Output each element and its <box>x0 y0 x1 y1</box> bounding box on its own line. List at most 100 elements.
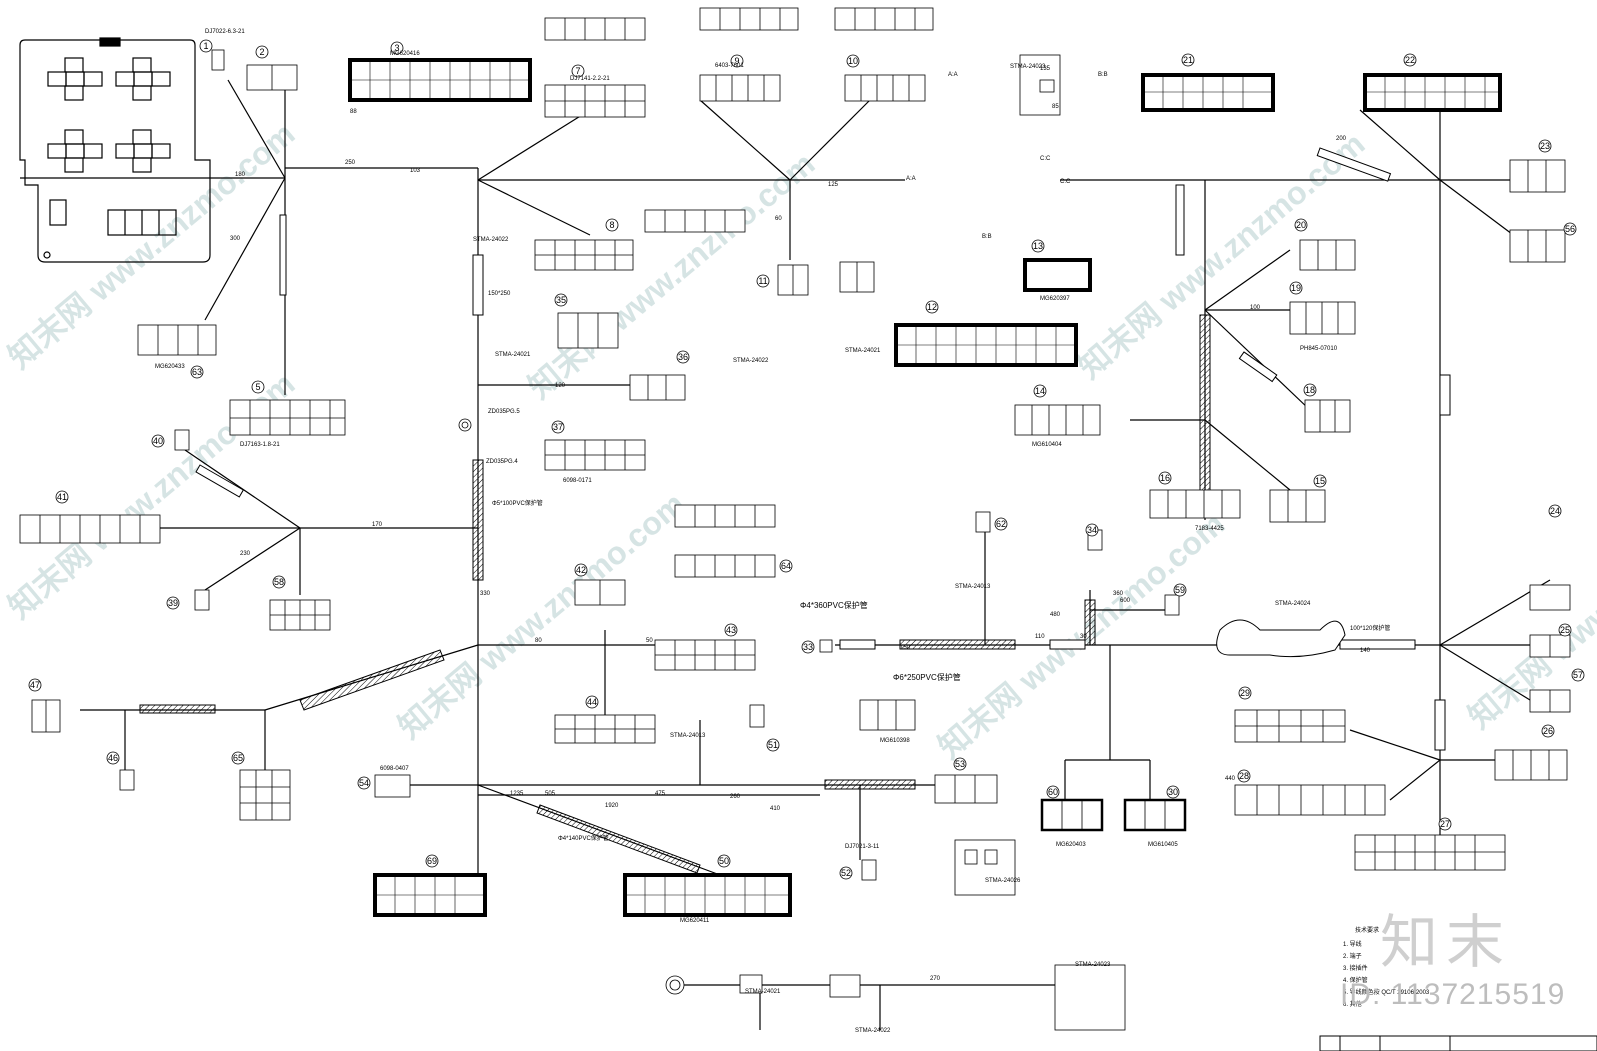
svg-text:54: 54 <box>359 778 369 788</box>
id-33: 33 <box>801 640 815 654</box>
id-53: 53 <box>953 757 967 771</box>
connector-9b <box>699 7 799 31</box>
id-18: 18 <box>1303 383 1317 397</box>
title-block <box>1319 1035 1597 1051</box>
svg-text:13: 13 <box>1033 241 1043 251</box>
connector-16 <box>1149 489 1241 519</box>
fuse-block-3 <box>47 129 103 173</box>
connector-13 <box>1023 258 1092 292</box>
id-13: 13 <box>1031 239 1045 253</box>
ref-label: STMA-24026 <box>985 878 1021 884</box>
tube-label: Φ5*100PVC保护管 <box>492 499 543 507</box>
dim-label: 260 <box>730 794 741 800</box>
svg-text:30: 30 <box>1168 787 1178 797</box>
dim-label: 100 <box>1250 305 1261 311</box>
id-51: 51 <box>766 738 780 752</box>
tube-segment <box>1238 351 1278 383</box>
connector-41 <box>19 514 161 544</box>
note-line: 2. 端子 <box>1343 952 1362 960</box>
ref-label: STMA-24021 <box>845 348 881 354</box>
svg-text:37: 37 <box>553 422 563 432</box>
dim-label: 85 <box>1052 104 1059 110</box>
connector-52 <box>861 859 877 881</box>
dim-label: 410 <box>770 806 781 812</box>
svg-text:65: 65 <box>233 753 243 763</box>
watermark-diag-3: 知末网 www.znzmo.com <box>391 485 691 745</box>
svg-text:43: 43 <box>726 625 736 635</box>
id-69: 69 <box>425 854 439 868</box>
connector-59 <box>1164 594 1180 616</box>
part-label: MG610398 <box>880 738 910 744</box>
svg-text:42: 42 <box>576 565 586 575</box>
id-5: 5 <box>251 380 265 394</box>
ref-label: STMA-24013 <box>670 733 706 739</box>
svg-text:57: 57 <box>1573 670 1583 680</box>
tube-segment <box>299 649 445 711</box>
tube-segment <box>1434 699 1446 751</box>
id-25: 25 <box>1558 623 1572 637</box>
id-56: 56 <box>1563 222 1577 236</box>
id-36: 36 <box>676 350 690 364</box>
part-label: MG620397 <box>1040 296 1070 302</box>
note-line: 4. 保护管 <box>1343 976 1368 984</box>
connector-42 <box>574 579 626 606</box>
svg-text:15: 15 <box>1315 476 1325 486</box>
section-bb-top: B:B <box>1098 72 1108 78</box>
id-60: 60 <box>1046 785 1060 799</box>
connector-58 <box>269 599 331 631</box>
connector-20 <box>1299 239 1356 271</box>
svg-text:28: 28 <box>1239 771 1249 781</box>
id-64: 64 <box>779 559 793 573</box>
dim-label: 200 <box>1336 136 1347 142</box>
dim-label: 150 <box>900 645 911 651</box>
id-2: 2 <box>255 45 269 59</box>
tube-segment <box>1339 639 1416 650</box>
tube-segment <box>1216 619 1346 658</box>
bottom-conn <box>665 974 861 998</box>
connector-23 <box>1509 159 1566 193</box>
tube-segment <box>472 254 484 316</box>
fuse-box <box>19 37 211 263</box>
svg-text:2: 2 <box>259 47 264 57</box>
part-label: MG620403 <box>1056 842 1086 848</box>
id-14: 14 <box>1033 384 1047 398</box>
svg-text:33: 33 <box>803 642 813 652</box>
dim-label: 103 <box>410 168 421 174</box>
tube-segment <box>839 639 876 650</box>
svg-text:26: 26 <box>1543 726 1553 736</box>
svg-text:11: 11 <box>758 276 767 286</box>
connector-60 <box>1040 798 1104 832</box>
svg-text:1: 1 <box>203 41 208 51</box>
dim-label: 110 <box>1035 634 1045 640</box>
connector-53 <box>934 774 998 804</box>
id-3: 3 <box>390 41 404 55</box>
id-29: 29 <box>1238 686 1252 700</box>
connector-7 <box>544 84 646 118</box>
part-label: MG620433 <box>155 364 185 370</box>
svg-text:5: 5 <box>255 382 260 392</box>
svg-text:35: 35 <box>556 295 566 305</box>
svg-text:47: 47 <box>30 680 40 690</box>
id-23: 23 <box>1538 139 1552 153</box>
svg-text:9: 9 <box>734 56 739 66</box>
id-65: 65 <box>231 751 245 765</box>
dim-label: 170 <box>372 522 383 528</box>
connector-44 <box>554 714 656 744</box>
svg-text:59: 59 <box>1175 585 1185 595</box>
id-19: 19 <box>1289 281 1303 295</box>
id-30: 30 <box>1166 785 1180 799</box>
id-57: 57 <box>1571 668 1585 682</box>
id-50: 50 <box>717 854 731 868</box>
id-9: 9 <box>730 54 744 68</box>
svg-text:52: 52 <box>841 868 851 878</box>
svg-text:8: 8 <box>609 220 614 230</box>
ref-label: STMA-24022 <box>733 358 769 364</box>
dim-label: 60 <box>775 216 782 222</box>
id-1: 1 <box>199 39 213 53</box>
watermark-diag-7: 知末网 www.znzmo.com <box>1461 475 1597 735</box>
dim-label: 80 <box>535 638 542 644</box>
svg-text:44: 44 <box>587 697 597 707</box>
dim-label: 600 <box>1120 598 1131 604</box>
connector-18 <box>1304 399 1351 433</box>
